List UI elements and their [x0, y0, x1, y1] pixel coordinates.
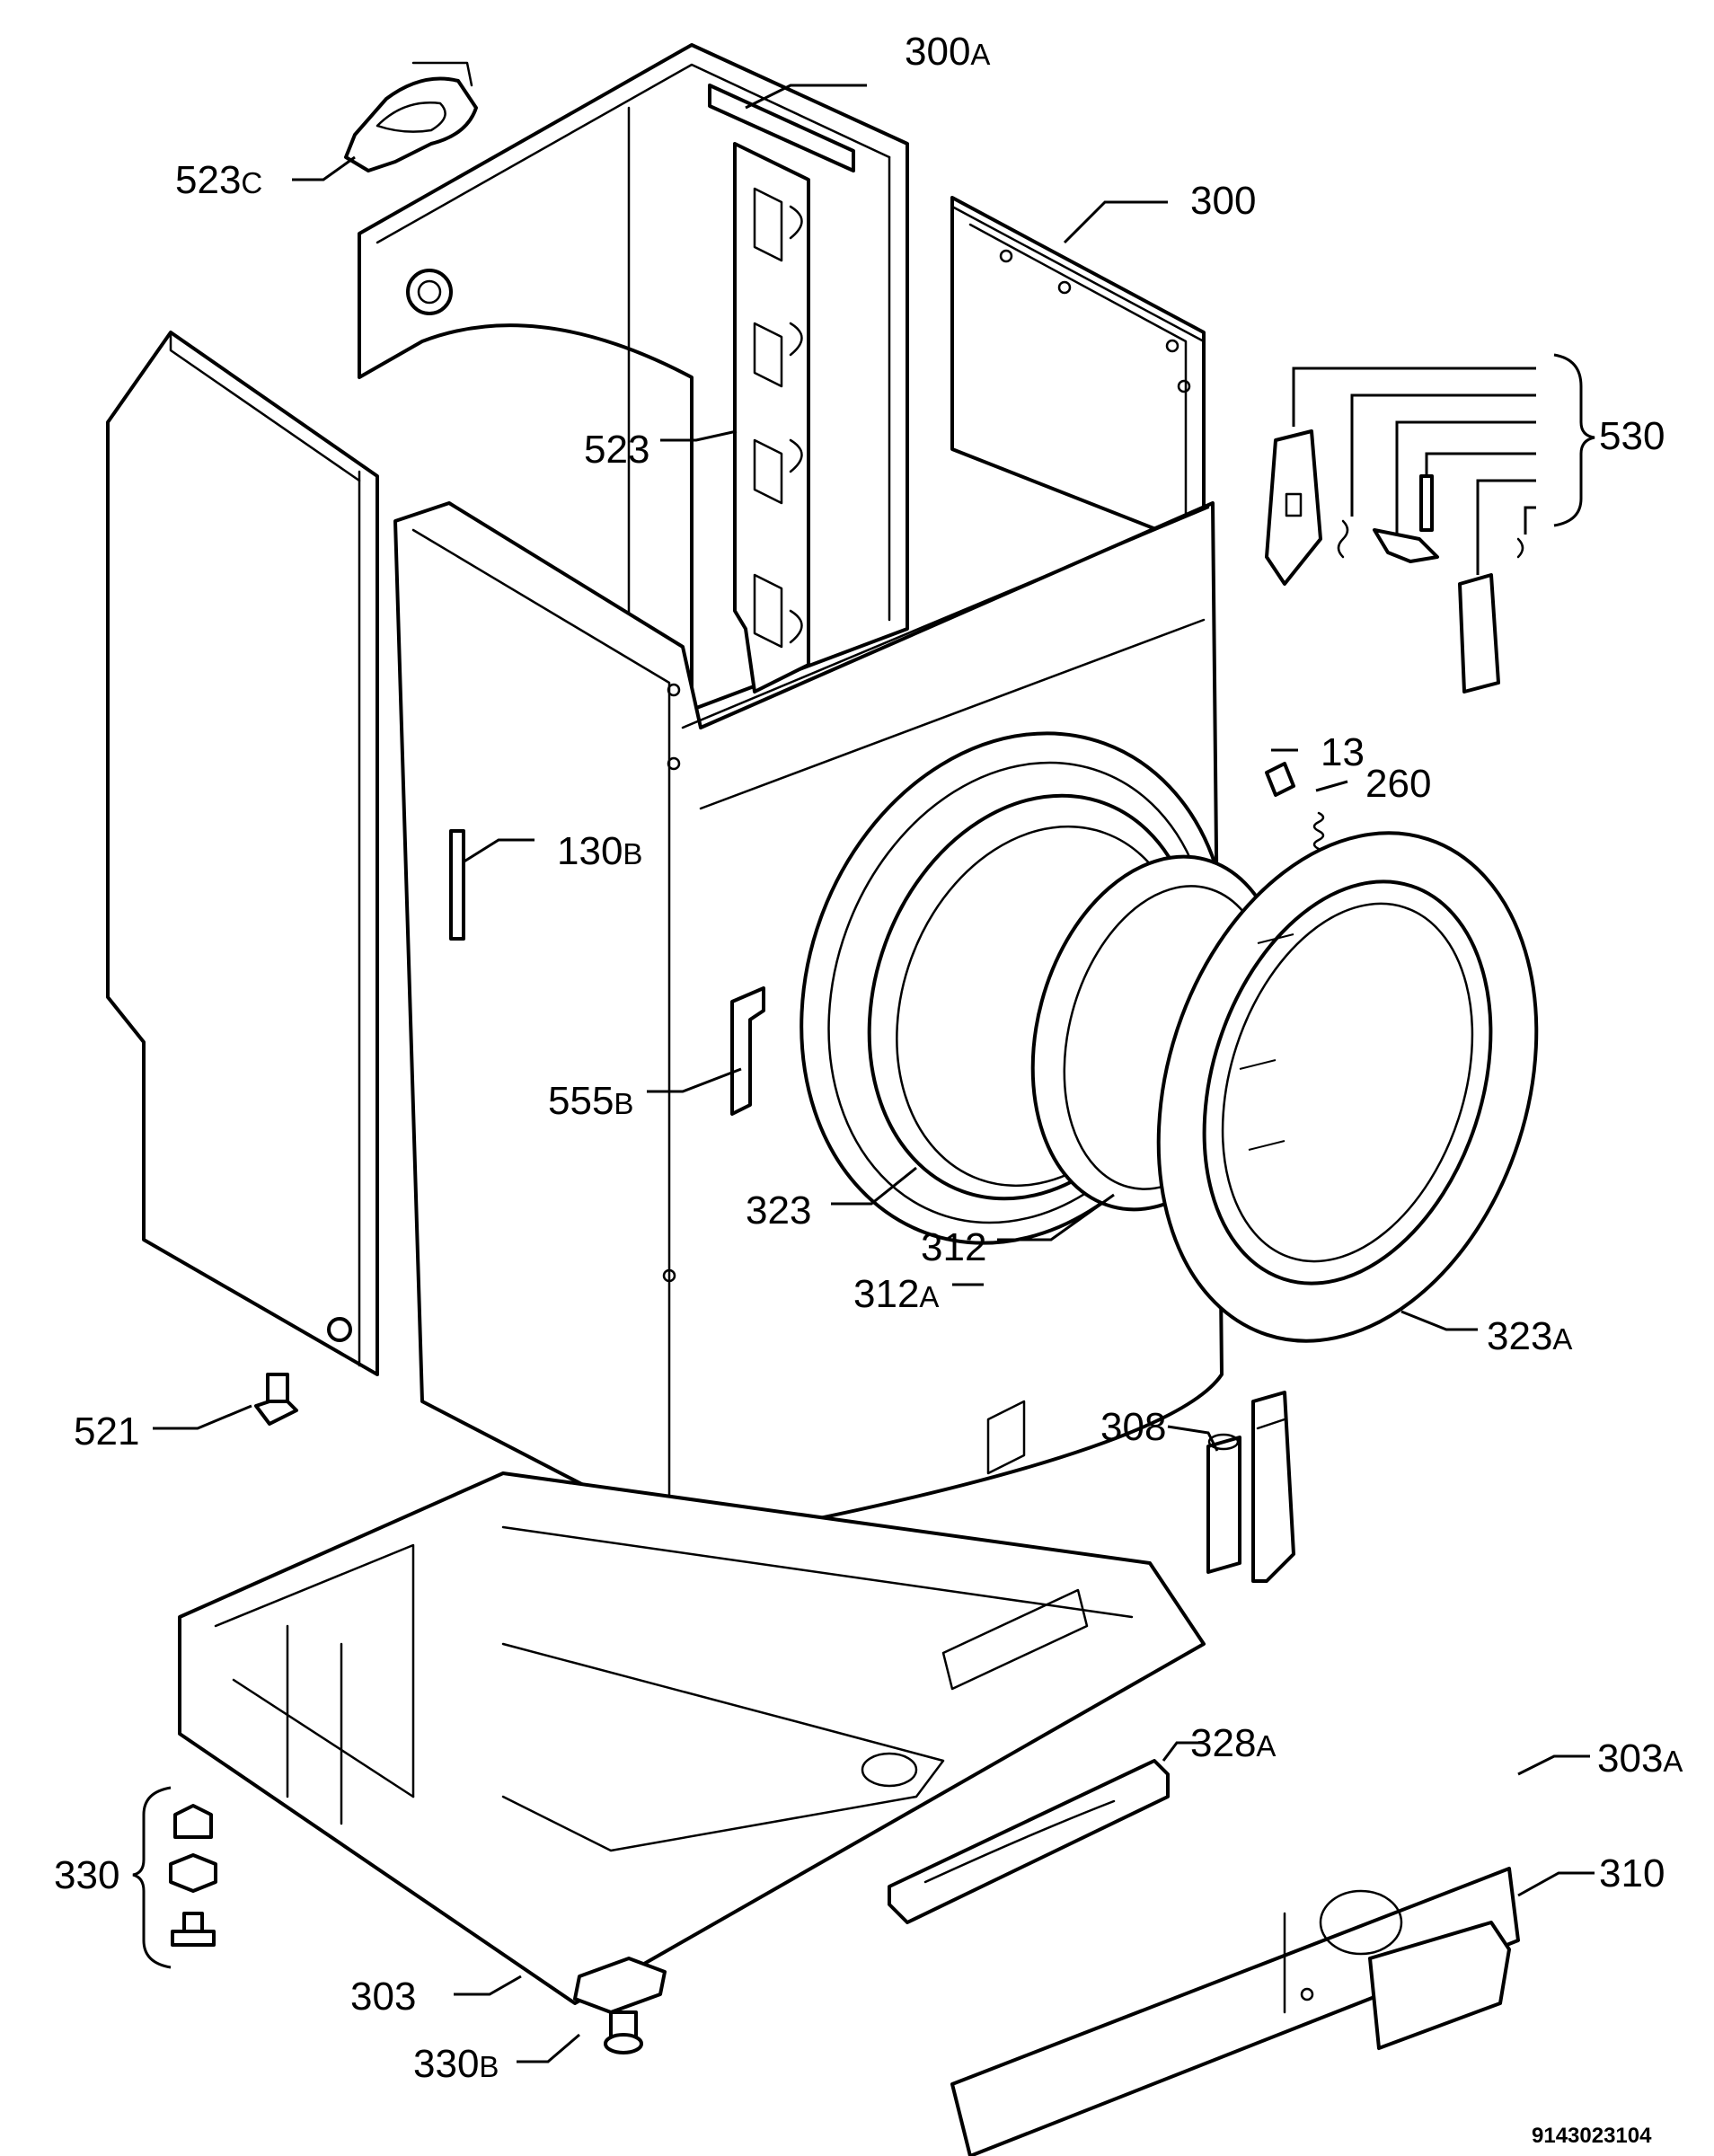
label-13: 13	[1321, 730, 1365, 774]
label-330B: 330B	[413, 2042, 499, 2086]
document-id: 9143023104	[1532, 2124, 1652, 2148]
part-labels: 300A 523C 300 530 523 13 260 130B 555B 3…	[54, 30, 1683, 2148]
door-latch-assembly	[1265, 353, 1595, 694]
cabinet-base	[178, 1400, 1206, 2005]
foot-screw-set	[132, 1786, 217, 1969]
label-323: 323	[746, 1188, 811, 1233]
label-328A: 328A	[1190, 1721, 1276, 1765]
label-323A: 323A	[1487, 1314, 1572, 1358]
label-523C: 523C	[175, 158, 262, 202]
cable-clip	[344, 61, 478, 172]
label-130B: 130B	[557, 829, 642, 873]
label-260: 260	[1365, 762, 1431, 806]
label-308: 308	[1100, 1405, 1166, 1449]
screw-521	[254, 1373, 298, 1426]
cabinet-left-panel	[106, 331, 379, 1376]
control-panel-fascia	[950, 1867, 1520, 2156]
label-530: 530	[1599, 414, 1665, 458]
label-303: 303	[350, 1975, 416, 2019]
door-hinge	[1206, 1391, 1295, 1583]
leader-lines	[153, 84, 1595, 2063]
cabinet-right-panel	[950, 196, 1206, 550]
label-521: 521	[74, 1409, 139, 1454]
label-300: 300	[1190, 179, 1256, 223]
label-523: 523	[584, 428, 649, 472]
label-312A: 312A	[853, 1272, 939, 1316]
label-310: 310	[1599, 1851, 1665, 1895]
label-303A: 303A	[1597, 1736, 1683, 1780]
label-300A: 300A	[905, 30, 990, 74]
panel-cover-328A	[888, 1759, 1170, 1924]
label-312: 312	[921, 1225, 986, 1269]
label-330: 330	[54, 1853, 119, 1897]
label-555B: 555B	[548, 1079, 633, 1123]
door-outer-ring	[1156, 831, 1539, 1343]
adjustable-foot	[573, 1957, 667, 2054]
small-parts-13-260	[1265, 762, 1325, 851]
cable-holder-strip	[733, 142, 810, 694]
